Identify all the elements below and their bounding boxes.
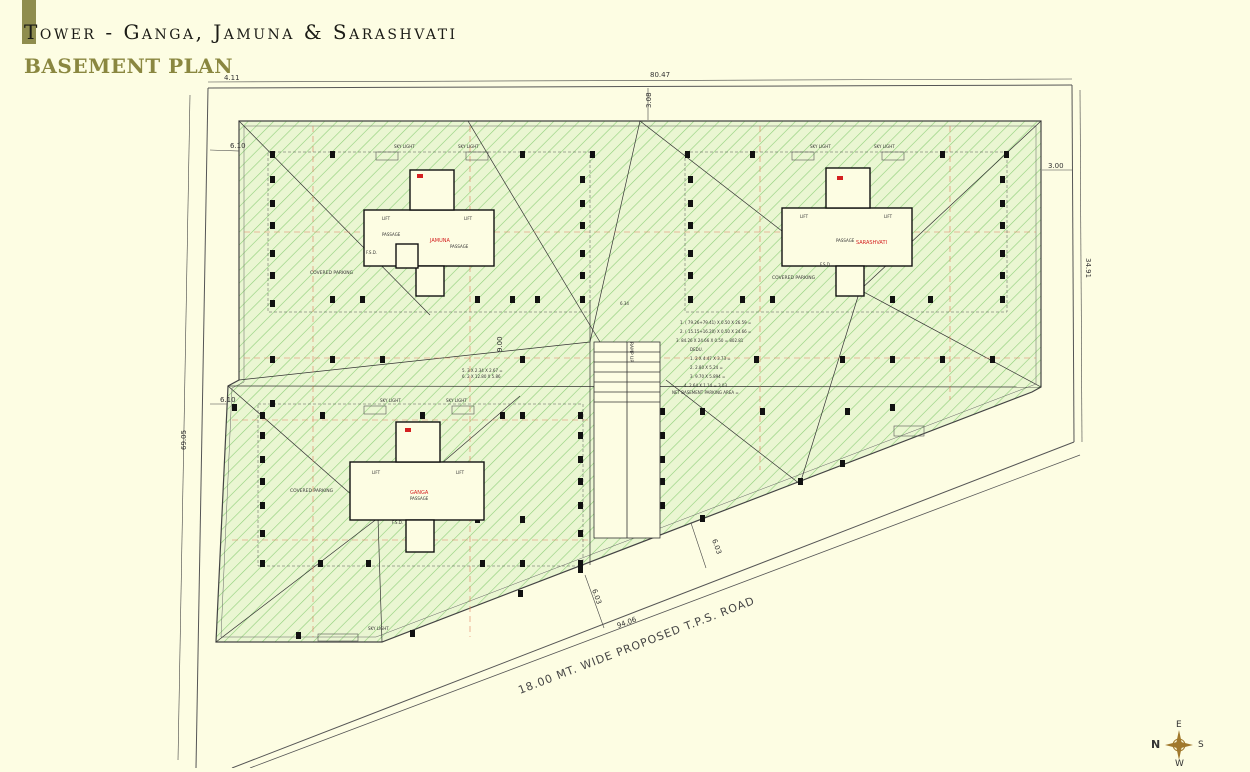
area-calculations: 1. ( 79.26+79.41) X 0.50 X 26.59 = 2. ( … — [462, 320, 751, 395]
label-skylight-1: SKY LIGHT — [394, 144, 415, 149]
ramp — [593, 341, 661, 539]
label-skylight-3: SKY LIGHT — [810, 144, 831, 149]
compass-w: W — [1175, 759, 1184, 769]
svg-text:5. 3 X 2.34 X 2.67 =: 5. 3 X 2.34 X 2.67 = — [462, 368, 503, 373]
label-passage-4: PASSAGE — [410, 496, 429, 501]
svg-text:4. 2.64 X 1.14 = 3.03: 4. 2.64 X 1.14 = 3.03 — [684, 383, 727, 388]
label-skylight-5: SKY LIGHT — [380, 398, 401, 403]
compass: N E S W — [1148, 720, 1210, 769]
label-lift-2: LIFT — [464, 216, 473, 221]
label-ramp: RAMP UP — [628, 342, 634, 362]
dim-bottom-width: 94.06 — [616, 615, 638, 630]
svg-text:DEDU.: DEDU. — [690, 347, 703, 352]
label-lift-5: LIFT — [372, 470, 381, 475]
tower-label-sarashvati: SARASHVATI — [856, 240, 887, 246]
svg-text:6. 2 X 12.80 X 5.86: 6. 2 X 12.80 X 5.86 — [462, 374, 501, 379]
label-fsd-2: F.S.D. — [820, 262, 831, 267]
dim-right-height: 34.91 — [1084, 258, 1092, 278]
svg-text:2. 2.80 X 5.24 =: 2. 2.80 X 5.24 = — [690, 365, 723, 370]
dimension-lines — [177, 78, 1083, 761]
tower-label-jamuna: JAMUNA — [429, 238, 451, 244]
svg-text:1. ( 79.26+79.41) X 0.50 X 26.: 1. ( 79.26+79.41) X 0.50 X 26.59 = — [680, 320, 751, 325]
label-skylight-4: SKY LIGHT — [874, 144, 895, 149]
dim-bottom-setback-1: 6.03 — [590, 588, 603, 605]
svg-text:2. ( 15.15+16.20) X 0.50 X 24.: 2. ( 15.15+16.20) X 0.50 X 24.66 = — [680, 329, 751, 334]
label-skylight-7: SKY LIGHT — [368, 626, 389, 631]
label-passage-2: PASSAGE — [450, 244, 469, 249]
dim-top-width: 80.47 — [650, 71, 670, 79]
page-subtitle: BASEMENT PLAN — [24, 54, 234, 78]
title-accent-bar — [22, 0, 36, 44]
dim-right-setback: 3.00 — [1048, 162, 1064, 170]
tower-label-ganga: GANGA — [410, 490, 429, 496]
label-passage-1: PASSAGE — [382, 232, 401, 237]
label-skylight-6: SKY LIGHT — [446, 398, 467, 403]
page-title: Tower - Ganga, Jamuna & Sarashvati — [24, 20, 458, 44]
dim-ramp-width: 6.34 — [620, 301, 629, 306]
label-lift-4: LIFT — [884, 214, 893, 219]
dim-top-setback: 3.08 — [645, 92, 653, 108]
label-fsd-3: F.S.D. — [392, 520, 403, 525]
label-covered-parking-1: COVERED PARKING — [310, 270, 354, 276]
label-passage-3: PASSAGE — [836, 238, 855, 243]
sarashvati-core — [781, 167, 913, 297]
dim-mid: 9.00 — [496, 336, 504, 352]
skylights — [317, 151, 925, 642]
label-lift-1: LIFT — [382, 216, 391, 221]
dim-left-height: 69.05 — [180, 430, 188, 450]
compass-s: S — [1198, 740, 1204, 750]
dim-left-setback-lower: 6.10 — [220, 396, 236, 404]
label-fsd-1: F.S.D. — [366, 250, 377, 255]
jamuna-core — [363, 169, 495, 297]
dim-left-setback-upper: 6.10 — [230, 142, 246, 150]
plot-boundary — [195, 84, 1081, 768]
label-covered-parking-2: COVERED PARKING — [772, 275, 816, 281]
svg-text:1. 2 X 4.47 X 3.73 =: 1. 2 X 4.47 X 3.73 = — [690, 356, 731, 361]
compass-n: N — [1151, 738, 1161, 751]
ganga-core — [349, 421, 485, 553]
dim-top-left-offset: 4.11 — [224, 74, 240, 82]
road-label: 18.00 MT. WIDE PROPOSED T.P.S. ROAD — [516, 594, 756, 697]
label-skylight-2: SKY LIGHT — [458, 144, 479, 149]
label-lift-3: LIFT — [800, 214, 809, 219]
svg-text:3. 9.70 X 5.894 =: 3. 9.70 X 5.894 = — [690, 374, 725, 379]
svg-text:3. 84.26 X 24.66 X 0.50 = 802.: 3. 84.26 X 24.66 X 0.50 = 802.81 — [676, 338, 744, 343]
dim-bottom-setback-2: 6.03 — [710, 538, 723, 555]
svg-text:NET BASEMENT PARKING AREA =: NET BASEMENT PARKING AREA = — [672, 390, 739, 395]
label-lift-6: LIFT — [456, 470, 465, 475]
compass-rose-icon — [1165, 730, 1193, 760]
compass-e: E — [1176, 720, 1182, 730]
label-covered-parking-3: COVERED PARKING — [290, 488, 334, 494]
